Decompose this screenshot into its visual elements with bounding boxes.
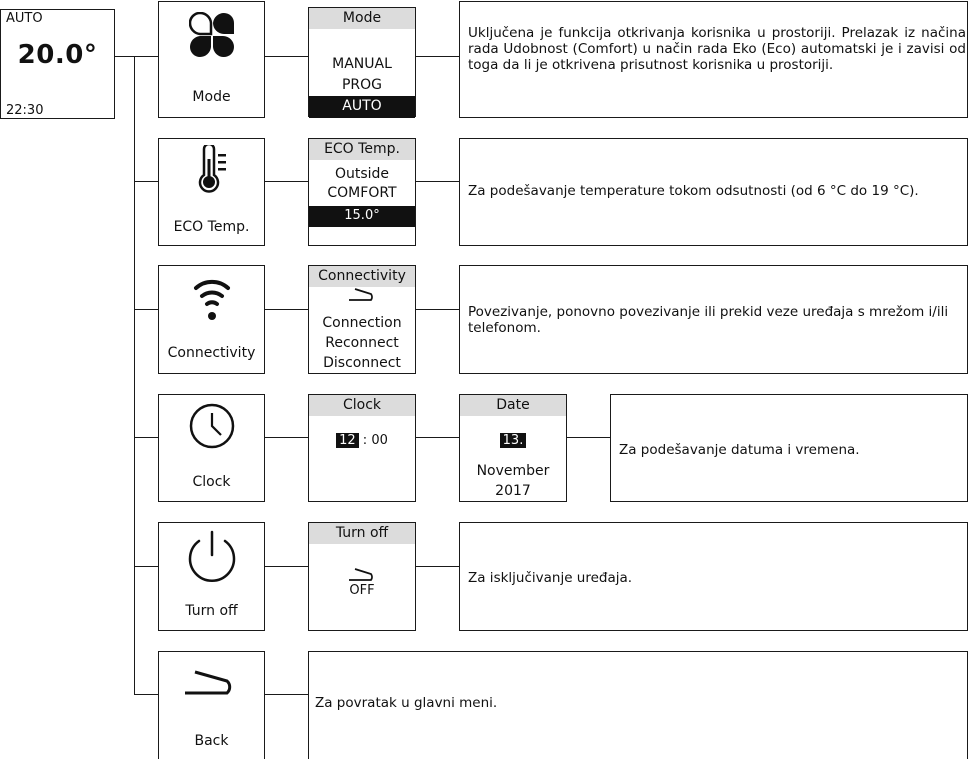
date-month[interactable]: November [476, 463, 550, 479]
desc-turn-off: Za isključivanje uređaja. [459, 522, 968, 631]
desc-eco-text: Za podešavanje temperature tokom odsutno… [468, 183, 919, 199]
clock-hours[interactable]: 12 [336, 433, 359, 448]
eco-option-outside[interactable]: Outside [334, 166, 390, 182]
connectivity-option-reconnect[interactable]: Reconnect [325, 335, 399, 351]
screen-clock: Clock 12 : 00 [308, 394, 416, 502]
home-screen: AUTO 20.0° 22:30 [0, 9, 115, 119]
date-year[interactable]: 2017 [495, 483, 531, 499]
desc-turn-off-text: Za isključivanje uređaja. [468, 570, 633, 586]
screen-eco-temp: ECO Temp. Outside COMFORT 15.0° [308, 138, 416, 246]
wifi-icon [159, 274, 264, 322]
connector-eco-screen [264, 181, 308, 182]
tile-connectivity[interactable]: Connectivity [158, 265, 265, 374]
connector-connectivity-screen [264, 309, 308, 310]
connector-branch-connectivity [134, 309, 158, 310]
tile-eco-temp[interactable]: ECO Temp. [158, 138, 265, 246]
connector-branch-back [134, 694, 158, 695]
tile-clock[interactable]: Clock [158, 394, 265, 502]
connector-back-desc [264, 694, 308, 695]
connector-turnoff-desc [415, 566, 459, 567]
back-arrow-icon [159, 670, 264, 696]
desc-connectivity: Povezivanje, ponovno povezivanje ili pre… [459, 265, 968, 374]
tile-turn-off-label: Turn off [185, 603, 238, 619]
connectivity-option-disconnect[interactable]: Disconnect [323, 355, 401, 371]
date-day[interactable]: 13. [499, 433, 527, 448]
connector-connectivity-desc [415, 309, 459, 310]
connector-clock-screen [264, 437, 308, 438]
connector-mode-screen [264, 56, 308, 57]
screen-connectivity-title: Connectivity [309, 266, 415, 287]
mode-option-prog[interactable]: PROG [341, 77, 383, 93]
tile-connectivity-label: Connectivity [167, 345, 256, 361]
home-mode-label: AUTO [6, 11, 43, 26]
screen-date-title: Date [460, 395, 566, 416]
tile-turn-off[interactable]: Turn off [158, 522, 265, 631]
tile-mode[interactable]: Mode [158, 1, 265, 118]
desc-mode-text: Uključena je funkcija otkrivanja korisni… [468, 25, 966, 73]
power-icon [159, 529, 264, 583]
screen-turn-off: Turn off OFF [308, 522, 416, 631]
home-temperature: 20.0° [17, 40, 98, 70]
clock-separator: : [362, 433, 368, 448]
connector-eco-desc [415, 181, 459, 182]
tile-back-label: Back [194, 733, 229, 749]
screen-turn-off-title: Turn off [309, 523, 415, 544]
connector-trunk [134, 56, 135, 694]
connector-branch-clock [134, 437, 158, 438]
connector-mode-desc [415, 56, 459, 57]
connectivity-option-connection[interactable]: Connection [322, 315, 402, 331]
desc-back-text: Za povratak u glavni meni. [315, 695, 498, 711]
desc-clock-text: Za podešavanje datuma i vremena. [619, 442, 860, 458]
screen-date: Date 13. November 2017 [459, 394, 567, 502]
desc-clock: Za podešavanje datuma i vremena. [610, 394, 968, 502]
screen-clock-title: Clock [309, 395, 415, 416]
clock-icon [159, 402, 264, 450]
connector-clock-date [415, 437, 459, 438]
tile-clock-label: Clock [192, 474, 231, 490]
tile-eco-temp-label: ECO Temp. [173, 219, 250, 235]
connector-home [115, 56, 158, 57]
desc-eco-temp: Za podešavanje temperature tokom odsutno… [459, 138, 968, 246]
tile-back[interactable]: Back [158, 651, 265, 759]
thermometer-icon [159, 145, 264, 193]
connector-branch-eco [134, 181, 158, 182]
connector-branch-turnoff [134, 566, 158, 567]
desc-connectivity-text: Povezivanje, ponovno povezivanje ili pre… [468, 304, 949, 336]
desc-mode: Uključena je funkcija otkrivanja korisni… [459, 1, 968, 118]
screen-mode-title: Mode [309, 8, 415, 29]
turn-off-value[interactable]: OFF [349, 583, 375, 598]
screen-connectivity: Connectivity Connection Reconnect Discon… [308, 265, 416, 374]
clock-minutes[interactable]: 00 [371, 433, 388, 448]
four-petal-grid-icon [159, 12, 264, 58]
screen-mode: Mode MANUAL PROG AUTO [308, 7, 416, 118]
eco-option-comfort[interactable]: COMFORT [327, 185, 397, 201]
desc-back: Za povratak u glavni meni. [308, 651, 968, 759]
tile-mode-label: Mode [192, 89, 231, 105]
connector-turnoff-screen [264, 566, 308, 567]
date-day-row: 13. [460, 431, 566, 451]
home-time: 22:30 [6, 103, 44, 118]
mode-option-auto[interactable]: AUTO [309, 96, 415, 118]
back-arrow-icon[interactable] [309, 288, 415, 302]
connector-date-desc [566, 437, 610, 438]
screen-eco-title: ECO Temp. [309, 139, 415, 160]
clock-time-row: 12 : 00 [309, 431, 415, 451]
eco-temperature-value[interactable]: 15.0° [309, 206, 415, 227]
mode-option-manual[interactable]: MANUAL [332, 56, 392, 72]
back-arrow-icon[interactable] [309, 568, 415, 582]
